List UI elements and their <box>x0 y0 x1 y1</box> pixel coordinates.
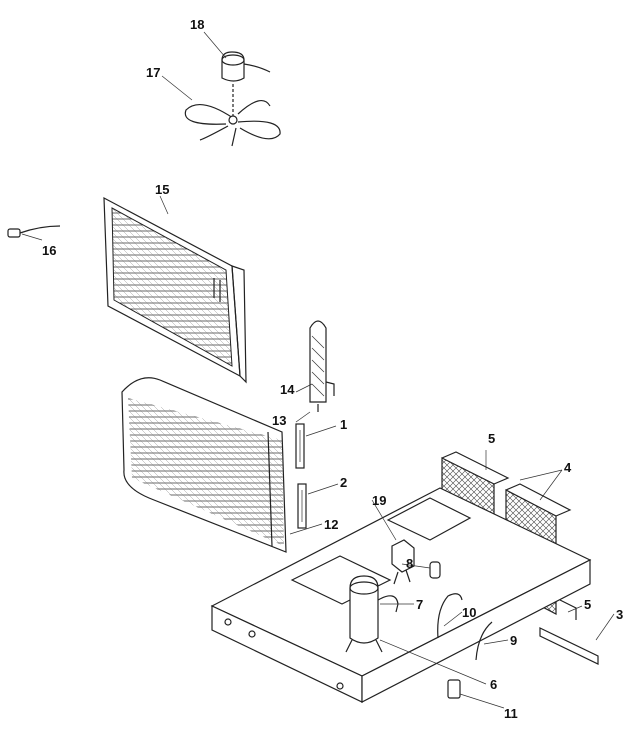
callout-19: 19 <box>372 493 387 508</box>
tube-nine-part <box>475 621 493 661</box>
callout-2: 2 <box>340 475 348 490</box>
callout-5-top: 5 <box>488 431 496 446</box>
callout-9: 9 <box>510 633 518 648</box>
mounting-bracket-part <box>559 599 577 620</box>
callout-13: 13 <box>272 413 287 428</box>
callout-15: 15 <box>155 182 170 197</box>
leader-lines <box>21 31 615 709</box>
side-rail-part <box>539 627 599 665</box>
heater-element-part <box>309 320 335 412</box>
callout-16: 16 <box>42 243 57 258</box>
callout-1: 1 <box>340 417 348 432</box>
callout-7: 7 <box>416 597 424 612</box>
callout-11: 11 <box>504 706 518 721</box>
fan-motor-part <box>221 51 271 116</box>
relay-part <box>447 679 461 699</box>
callout-10: 10 <box>462 605 477 620</box>
base-pan-part <box>210 487 592 703</box>
callout-14: 14 <box>280 382 295 397</box>
callout-18: 18 <box>190 17 205 32</box>
capacitor-part <box>429 561 441 579</box>
tube-ten-part <box>437 593 463 639</box>
bracket-one-part <box>295 423 305 469</box>
compressor-part <box>345 575 399 653</box>
callout-12: 12 <box>324 517 339 532</box>
fan-blade-part <box>184 99 281 147</box>
condenser-coil-part <box>103 196 247 384</box>
callout-17: 17 <box>146 65 161 80</box>
callout-3: 3 <box>616 607 624 622</box>
callout-4: 4 <box>564 460 572 475</box>
callout-6: 6 <box>490 677 498 692</box>
bracket-two-part <box>297 483 307 529</box>
power-cord-part <box>7 225 61 238</box>
callout-5-bottom: 5 <box>584 597 592 612</box>
callout-8: 8 <box>406 556 414 571</box>
evaporator-coil-part <box>121 377 287 553</box>
